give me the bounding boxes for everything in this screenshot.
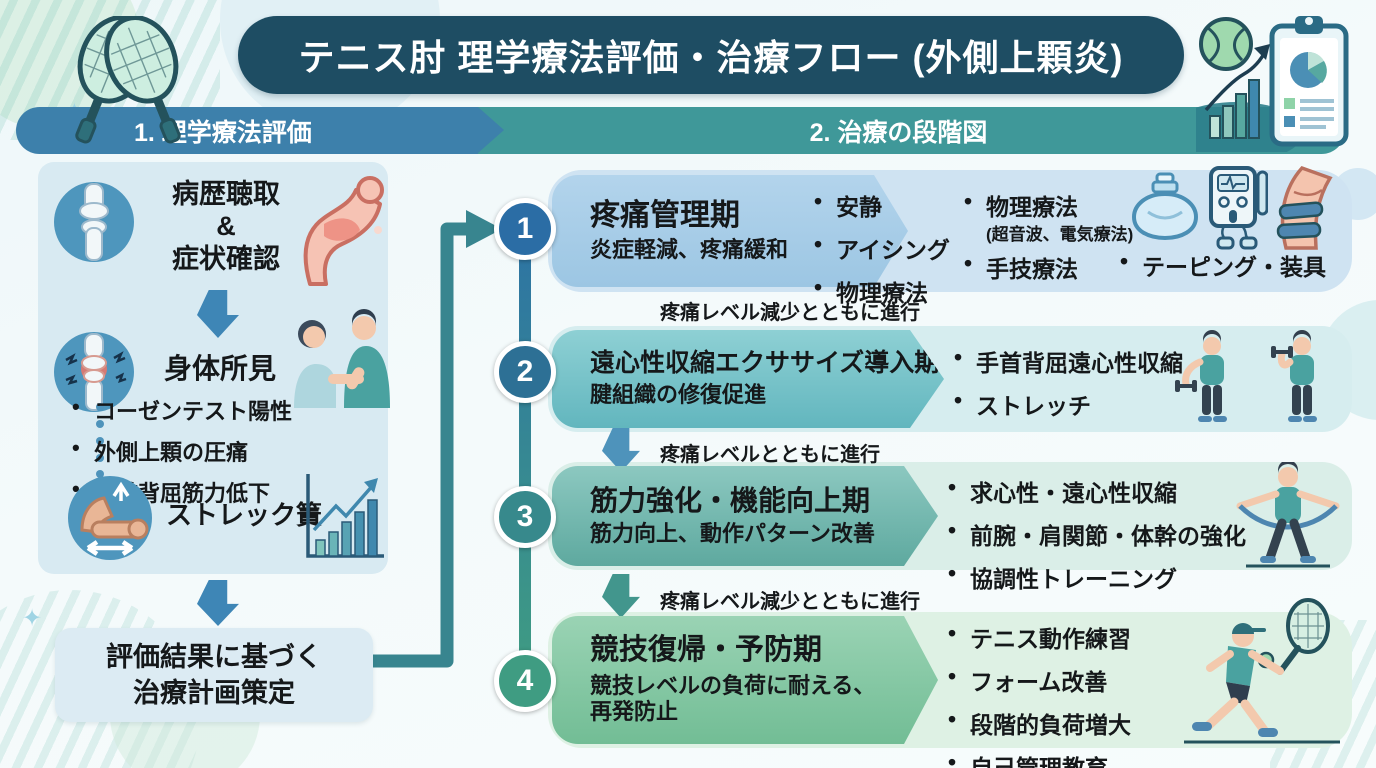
eval-step1-line2: & bbox=[216, 211, 236, 242]
eval-step3-label: ストレック簀 bbox=[166, 500, 322, 531]
stage1-extra-bullet: テーピング・装具 bbox=[1118, 248, 1376, 282]
eval-down-arrow-icon bbox=[197, 580, 239, 626]
stage1-title: 疼痛管理期 bbox=[590, 198, 740, 232]
stage2-title: 遠心性収縮エクササイズ導入期 bbox=[590, 349, 940, 378]
stage1-subtitle: 炎症軽減、疼痛緩和 bbox=[590, 237, 789, 263]
stage3-bullets: 求心性・遠心性収縮 前腕・肩関節・体幹の強化 協調性トレーニング bbox=[946, 474, 1246, 603]
stage1-bullets-a: 安静 アイシング 物理療法 bbox=[812, 188, 950, 317]
elbow-joint-icon bbox=[52, 180, 136, 264]
treatment-plan-line1: 評価結果に基づく bbox=[106, 641, 322, 672]
treatment-plan-line2: 治療計画策定 bbox=[133, 678, 295, 708]
stage2-bullets: 手首背屈遠心性収縮 ストレッチ bbox=[952, 344, 1183, 430]
stage-bullet: 手首背屈遠心性収縮 bbox=[952, 344, 1183, 378]
rising-bar-chart-icon bbox=[300, 470, 388, 562]
finding-item: コーゼンテスト陽性 bbox=[70, 394, 292, 426]
eval-step1-title: 病歴聴取 & 症状確認 bbox=[142, 178, 310, 275]
stage1-number: 1 bbox=[494, 198, 556, 260]
stage4-box: 競技復帰・予防期 競技レベルの負荷に耐える、 再発防止 bbox=[552, 616, 938, 744]
eval-step2-title-text: 身体所見 bbox=[163, 353, 276, 384]
tennis-player-icon bbox=[1148, 598, 1348, 748]
page-title: テニス肘 理学療法評価・治療フロー (外側上顆炎) bbox=[298, 37, 1124, 78]
stage-bullet: 物理療法 bbox=[812, 274, 950, 308]
stage4-bullets: テニス動作練習 フォーム改善 段階的負荷増大 自己管理教育 bbox=[946, 620, 1131, 768]
stage3-title: 筋力強化・機能向上期 bbox=[590, 484, 871, 516]
eval-step3-text: ストレック簀 bbox=[166, 500, 323, 530]
section-treatment-label: 2. 治療の段階図 bbox=[809, 118, 988, 147]
crossed-tennis-rackets-icon bbox=[28, 16, 226, 148]
stage3-box: 筋力強化・機能向上期 筋力向上、動作パターン改善 bbox=[552, 466, 938, 566]
stage-bullet: 前腕・肩関節・体幹の強化 bbox=[946, 517, 1246, 551]
therapist-examining-patient-icon bbox=[282, 308, 392, 410]
resistance-band-exercise-icon bbox=[1228, 462, 1348, 570]
ice-pack-icon bbox=[1128, 172, 1202, 242]
stage1-note: (超音波、電気療法) bbox=[986, 225, 1134, 244]
stage4-subtitle2: 再発防止 bbox=[590, 699, 679, 725]
eval-step1-line3: 症状確認 bbox=[172, 243, 280, 274]
stage3-subtitle: 筋力向上、動作パターン改善 bbox=[590, 520, 875, 546]
stage-bullet: アイシング bbox=[812, 231, 950, 265]
elbow-brace-icon bbox=[1270, 164, 1336, 250]
arm-flex-range-icon bbox=[66, 474, 154, 562]
treatment-plan-box: 評価結果に基づく 治療計画策定 bbox=[55, 628, 373, 722]
transition-label-3: 疼痛レベル減少とともに進行 bbox=[660, 591, 920, 613]
transition-label-1: 疼痛レベル減少とともに進行 bbox=[660, 302, 920, 324]
title-banner: テニス肘 理学療法評価・治療フロー (外側上顆炎) bbox=[238, 16, 1184, 94]
dumbbell-exercise-people-icon bbox=[1168, 330, 1344, 430]
transition-label-2: 疼痛レベルとともに進行 bbox=[660, 444, 880, 466]
stage-bullet: テニス動作練習 bbox=[946, 620, 1131, 654]
stage-bullet: 自己管理教育 bbox=[946, 749, 1131, 768]
flexed-arm-muscle-icon bbox=[294, 172, 386, 290]
stage2-box: 遠心性収縮エクササイズ導入期 腱組織の修復促進 bbox=[552, 330, 944, 428]
stage-bullet: 物理療法 bbox=[962, 188, 1133, 222]
stage1-bullets-b: 物理療法 (超音波、電気療法) 手技療法 bbox=[962, 188, 1133, 293]
stage4-number: 4 bbox=[494, 650, 556, 712]
sparkle-icon: ✦ bbox=[22, 605, 43, 632]
eval-step2-title: 身体所見 bbox=[150, 352, 290, 386]
stage-bullet: 段階的負荷増大 bbox=[946, 706, 1131, 740]
stage-bullet: 求心性・遠心性収縮 bbox=[946, 474, 1246, 508]
stage2-number: 2 bbox=[494, 341, 556, 403]
clipboard-chart-tennis-ball-icon bbox=[1196, 6, 1354, 152]
stage4-subtitle: 競技レベルの負荷に耐える、 bbox=[590, 672, 876, 698]
stage-bullet: フォーム改善 bbox=[946, 663, 1131, 697]
elbow-joint-pain-icon bbox=[52, 330, 136, 414]
stage-bullet: 協調性トレーニング bbox=[946, 560, 1246, 594]
stage4-title: 競技復帰・予防期 bbox=[590, 634, 823, 667]
stage-bullet: 安静 bbox=[812, 188, 950, 222]
stage2-subtitle: 腱組織の修復促進 bbox=[590, 382, 767, 408]
stage-bullet: ストレッチ bbox=[952, 387, 1183, 421]
stage-bullet: 手技療法 bbox=[962, 250, 1133, 284]
eval-step1-line1: 病歴聴取 bbox=[172, 179, 280, 209]
electrotherapy-device-icon bbox=[1208, 166, 1268, 250]
finding-item: 外側上顆の圧痛 bbox=[70, 435, 292, 467]
stage3-number: 3 bbox=[494, 486, 556, 548]
